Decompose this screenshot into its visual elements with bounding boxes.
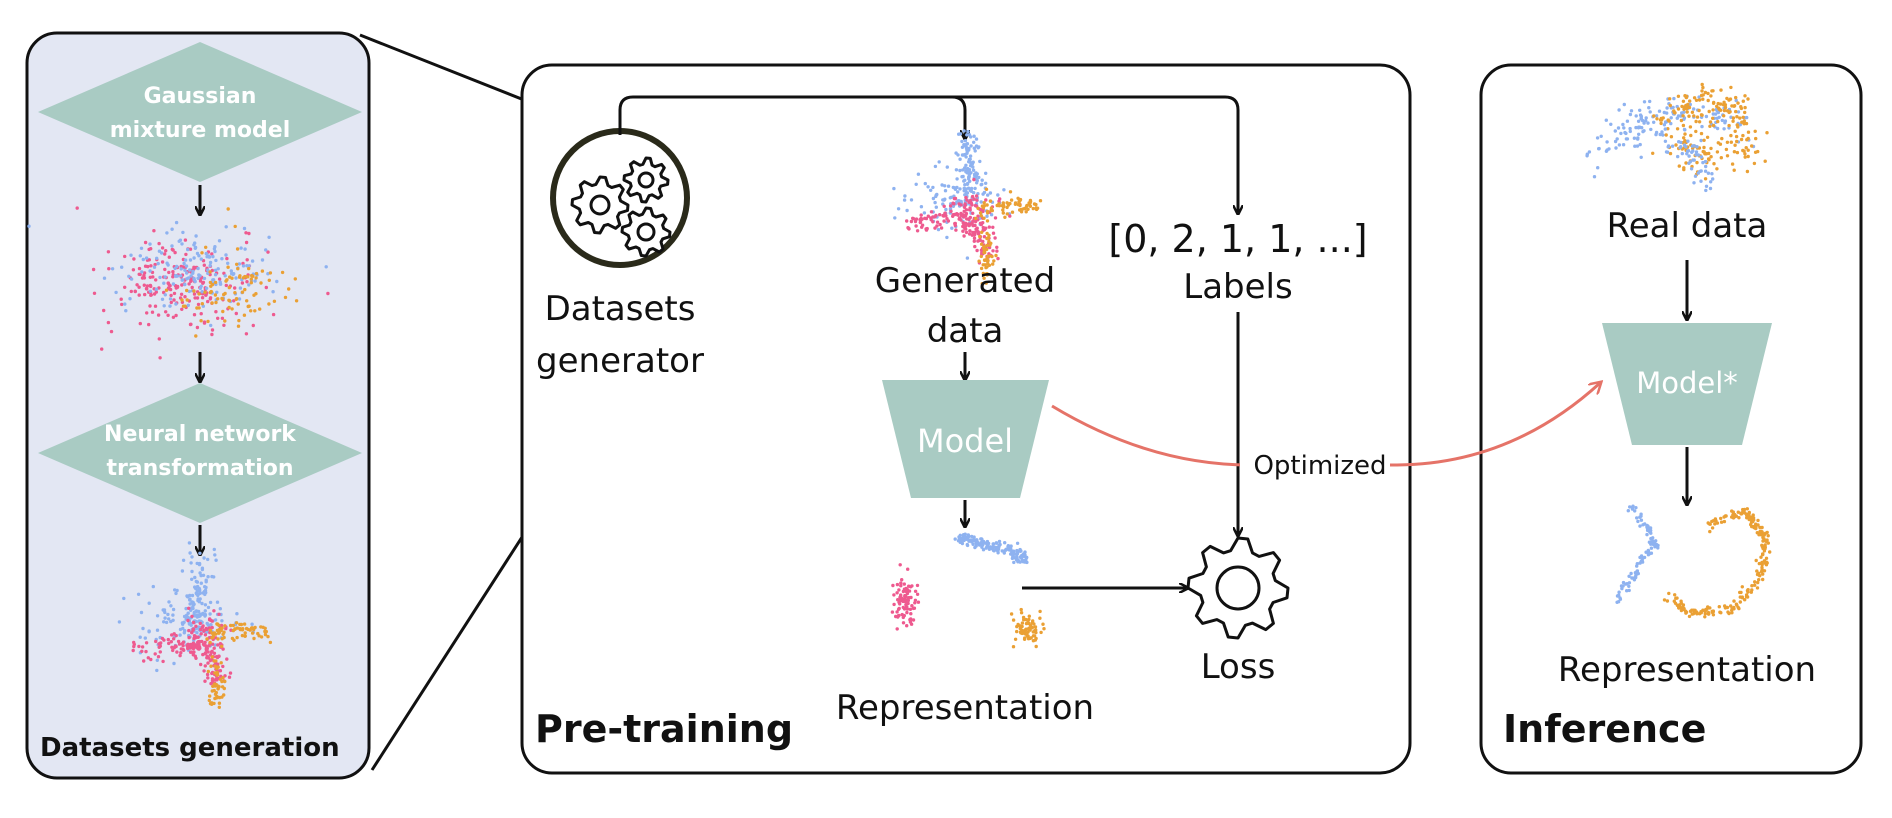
inference-representation-scatter <box>1615 504 1772 619</box>
optimized-label-bg <box>1240 448 1390 482</box>
inference-representation-label: Representation <box>1558 650 1816 690</box>
gmm-scatter-plot <box>27 206 330 360</box>
labels-values: [0, 2, 1, 1, ...] <box>1108 217 1367 261</box>
representation-label: Representation <box>836 688 1094 728</box>
optimized-label: Optimized <box>1253 451 1386 481</box>
gaussian-mixture-diamond <box>38 42 362 182</box>
transformed-scatter-plot <box>117 541 273 709</box>
generated-data-scatter <box>892 129 1043 286</box>
real-data-label: Real data <box>1607 206 1768 246</box>
gaussian-mixture-label-line2: mixture model <box>110 118 291 143</box>
model-label: Model <box>917 422 1013 460</box>
labels-caption: Labels <box>1183 267 1292 307</box>
gear-icon <box>1186 536 1290 640</box>
model-trapezoid <box>882 380 1049 498</box>
generated-data-label-line1: Generated <box>875 261 1055 301</box>
model-star-trapezoid <box>1602 323 1772 445</box>
pretraining-panel: Datasets generator Generated data Model … <box>520 63 1412 775</box>
gaussian-mixture-label-line1: Gaussian <box>144 84 257 109</box>
real-data-scatter <box>1585 82 1769 193</box>
arrow-generator-to-data <box>618 95 965 137</box>
pretraining-title: Pre-training <box>535 707 793 751</box>
datasets-generator-label-line2: generator <box>536 341 704 381</box>
datasets-generator-label-line1: Datasets <box>545 289 696 329</box>
datasets-generation-panel: Gaussian mixture model Neural network tr… <box>25 31 371 780</box>
representation-scatter <box>890 532 1046 649</box>
generated-data-label-line2: data <box>927 311 1004 351</box>
loss-label: Loss <box>1201 647 1276 687</box>
datasets-generation-title: Datasets generation <box>40 733 340 763</box>
model-star-label: Model* <box>1636 366 1738 400</box>
nn-transformation-diamond <box>38 383 362 523</box>
inference-panel: Real data Model* Representation Inferenc… <box>1479 63 1863 775</box>
nn-transformation-label-line1: Neural network <box>104 422 297 447</box>
inference-title: Inference <box>1503 707 1706 751</box>
nn-transformation-label-line2: transformation <box>106 456 293 481</box>
optimized-arrow <box>1051 383 1600 467</box>
arrow-generator-to-labels <box>952 95 1238 212</box>
gears-icon <box>550 128 690 268</box>
